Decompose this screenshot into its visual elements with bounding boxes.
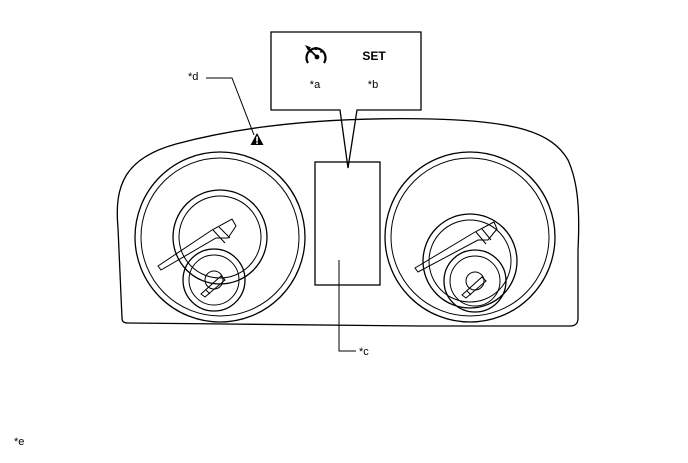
label-c: *c	[359, 346, 369, 358]
right-sub-needle	[461, 276, 487, 299]
label-b: *b	[368, 79, 378, 91]
left-gauge	[134, 151, 306, 323]
leader-line-d	[206, 77, 255, 136]
right-main-needle	[414, 221, 498, 273]
left-sub-needle	[200, 275, 226, 298]
multi-information-display	[314, 161, 381, 286]
label-e: *e	[14, 436, 24, 448]
warning-triangle-icon	[250, 133, 264, 145]
cluster-housing	[116, 118, 580, 327]
leader-line-c	[338, 260, 356, 352]
left-main-needle	[157, 218, 237, 271]
label-a: *a	[310, 79, 321, 91]
cruise-control-icon	[305, 45, 327, 64]
right-gauge	[384, 151, 556, 323]
callout-box	[270, 31, 422, 169]
set-indicator-text: SET	[362, 49, 386, 63]
label-d: *d	[188, 71, 198, 83]
